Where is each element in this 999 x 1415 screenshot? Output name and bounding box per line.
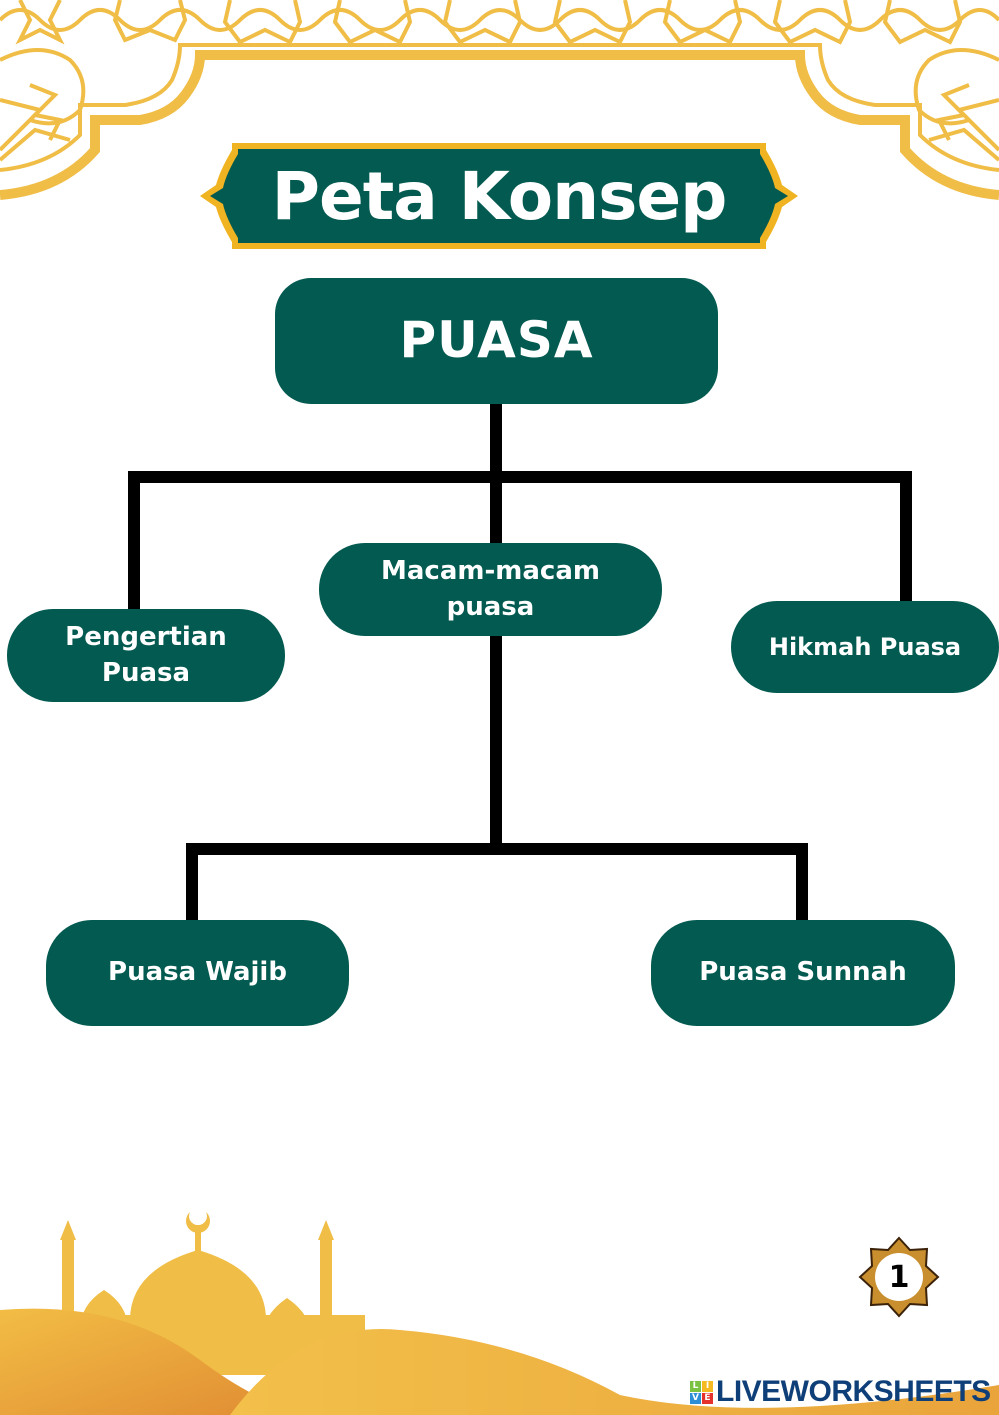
node-puasa-wajib: Puasa Wajib [46, 920, 349, 1026]
logo-tile-i: I [702, 1380, 713, 1392]
connector-to-pengertian [128, 471, 140, 609]
node-hikmah-puasa: Hikmah Puasa [731, 601, 999, 693]
node-macam-label-line2: puasa [446, 591, 535, 622]
connector-level2-horizontal [186, 843, 808, 855]
node-pengertian-puasa: Pengertian Puasa [7, 609, 285, 702]
octagram-page-badge-icon [858, 1236, 940, 1318]
connector-to-wajib [186, 843, 198, 920]
logo-tile-l: L [690, 1380, 701, 1392]
page-title: Peta Konsep [271, 157, 728, 235]
logo-tile-e: E [702, 1392, 713, 1404]
connector-to-sunnah [796, 843, 808, 920]
node-macam-macam-puasa: Macam-macam puasa [319, 543, 662, 636]
page-number: 1 [888, 1259, 910, 1295]
node-puasa: PUASA [275, 278, 718, 404]
liveworksheets-logo-text: LIVEWORKSHEETS [716, 1375, 991, 1408]
node-macam-label-line1: Macam-macam [381, 556, 600, 587]
title-banner-icon [200, 143, 798, 249]
node-sunnah-label: Puasa Sunnah [699, 957, 907, 988]
node-pengertian-label-line1: Pengertian [65, 622, 227, 653]
islamic-ornament-border-icon [0, 0, 999, 200]
connector-level1-horizontal [128, 471, 912, 483]
connector-to-hikmah [900, 471, 912, 601]
node-puasa-sunnah: Puasa Sunnah [651, 920, 955, 1026]
node-puasa-label: PUASA [399, 311, 594, 370]
connector-macam-down [490, 636, 502, 848]
mosque-silhouette-icon [0, 1212, 999, 1415]
node-hikmah-label: Hikmah Puasa [768, 632, 962, 661]
node-wajib-label: Puasa Wajib [108, 957, 287, 988]
node-pengertian-label-line2: Puasa [101, 657, 191, 688]
liveworksheets-tiles-icon: L I V E [690, 1380, 713, 1404]
liveworksheets-logo[interactable]: L I V E LIVEWORKSHEETS [690, 1375, 991, 1408]
logo-tile-v: V [690, 1392, 701, 1404]
